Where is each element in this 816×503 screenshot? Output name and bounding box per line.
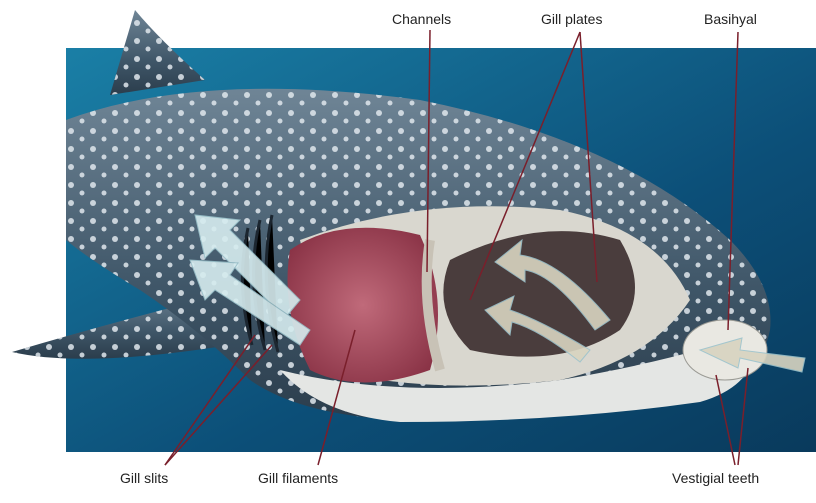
- label-gill-slits: Gill slits: [120, 470, 169, 486]
- label-channels: Channels: [392, 11, 452, 27]
- vestigial-teeth-leader-2: [737, 367, 749, 466]
- label-vestigial-teeth: Vestigial teeth: [672, 470, 760, 486]
- gill-slits-leader-1: [164, 334, 256, 466]
- label-gill-plates: Gill plates: [541, 11, 603, 27]
- basihyal-leader: [727, 31, 739, 331]
- gill-plates: [443, 231, 635, 357]
- gill-filaments-leader: [317, 329, 356, 466]
- label-gill-filaments: Gill filaments: [258, 470, 339, 486]
- vestigial-teeth-leader-1: [715, 374, 736, 466]
- channels-leader: [426, 29, 431, 273]
- gill-plates-leader-2: [579, 31, 598, 283]
- gill-plates-leader-1: [469, 31, 581, 301]
- shark-belly: [280, 330, 760, 422]
- leader-lines: [164, 29, 749, 466]
- water-flow-arrows: [189, 214, 806, 373]
- label-basihyal: Basihyal: [704, 11, 757, 27]
- gill-filaments: [287, 227, 438, 383]
- gill-slits-leader-2: [164, 344, 273, 466]
